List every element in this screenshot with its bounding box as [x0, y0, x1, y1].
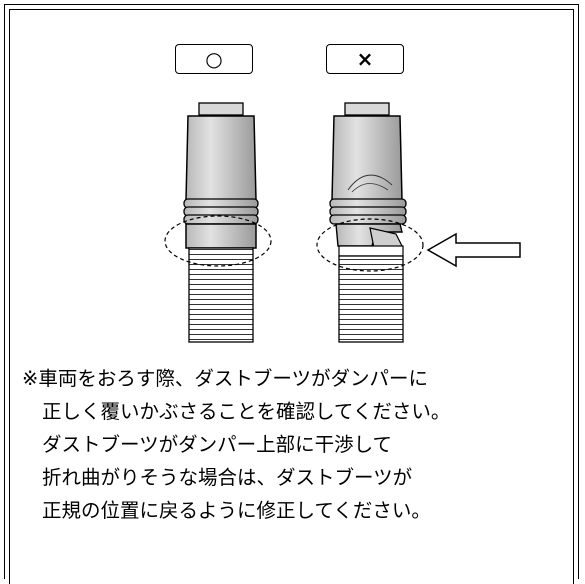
incorrect-label-box: × — [326, 44, 404, 74]
note-line-2: 正しく覆いかぶさることを確認してください。 — [42, 400, 451, 423]
left-arrow-icon — [426, 232, 521, 268]
correct-damper-figure — [164, 102, 272, 343]
inner-border — [9, 9, 574, 584]
incorrect-damper-figure — [316, 102, 424, 343]
note-line-3: ダストブーツがダンパー上部に干渉して — [42, 433, 393, 456]
note-line-4: 折れ曲がりそうな場合は、ダストブーツが — [42, 466, 413, 489]
note-line-5: 正規の位置に戻るように修正してください。 — [42, 499, 431, 522]
instruction-note: ※車両をおろす際、ダストブーツがダンパーに 正しく覆いかぶさることを確認してくだ… — [22, 362, 567, 527]
correct-mark: ○ — [205, 47, 223, 71]
note-line-1: ※車両をおろす際、ダストブーツがダンパーに — [22, 367, 428, 390]
correct-label-box: ○ — [175, 44, 253, 74]
incorrect-mark: × — [356, 47, 374, 71]
dust-boot-illustration — [164, 102, 521, 343]
outer-border — [4, 4, 579, 579]
